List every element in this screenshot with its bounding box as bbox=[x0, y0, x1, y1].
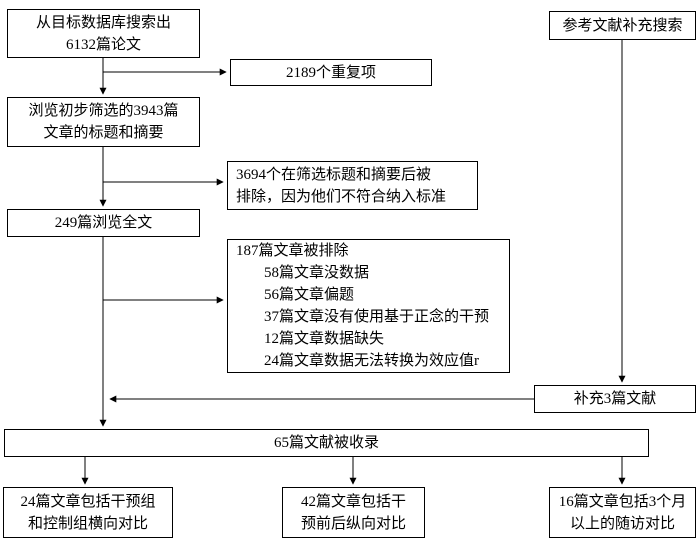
box-line: 和控制组横向对比 bbox=[27, 515, 148, 532]
box-line: 2189个重复项 bbox=[285, 64, 376, 81]
box-supplement: 补充3篇文献 bbox=[534, 385, 696, 413]
box-duplicates: 2189个重复项 bbox=[230, 59, 432, 86]
box-line: 24篇文章包括干预组 bbox=[20, 493, 156, 510]
box-line: 从目标数据库搜索出 bbox=[35, 14, 171, 31]
box-line: 排除，因为他们不符合纳入标准 bbox=[236, 188, 447, 205]
box-comparison-followup: 16篇文章包括3个月 以上的随访对比 bbox=[549, 487, 696, 538]
box-comparison-horizontal: 24篇文章包括干预组 和控制组横向对比 bbox=[3, 487, 173, 538]
excluded-fulltext-title: 187篇文章被排除 bbox=[236, 243, 349, 259]
box-reference-search: 参考文献补充搜索 bbox=[549, 11, 696, 40]
excluded-reason: 37篇文章没有使用基于正念的干预 bbox=[264, 309, 490, 325]
box-line: 3694个在筛选标题和摘要后被 bbox=[236, 166, 432, 183]
box-database-search: 从目标数据库搜索出 6132篇论文 bbox=[7, 9, 200, 58]
box-line: 以上的随访对比 bbox=[569, 515, 675, 532]
excluded-reason: 56篇文章偏题 bbox=[264, 287, 355, 303]
box-line: 浏览初步筛选的3943篇 bbox=[28, 103, 179, 119]
box-line: 16篇文章包括3个月 bbox=[558, 493, 687, 510]
excluded-reason: 24篇文章数据无法转换为效应值r bbox=[264, 353, 479, 369]
box-line: 249篇浏览全文 bbox=[54, 215, 153, 231]
box-line: 预前后纵向对比 bbox=[300, 515, 406, 532]
box-line: 42篇文章包括干 bbox=[300, 493, 406, 510]
box-included: 65篇文献被收录 bbox=[4, 429, 649, 457]
box-fulltext-review: 249篇浏览全文 bbox=[7, 209, 200, 237]
box-comparison-longitudinal: 42篇文章包括干 预前后纵向对比 bbox=[282, 487, 425, 538]
box-line: 文章的标题和摘要 bbox=[43, 125, 164, 141]
box-excluded-screening: 3694个在筛选标题和摘要后被 排除，因为他们不符合纳入标准 bbox=[227, 161, 478, 210]
excluded-reason: 58篇文章没数据 bbox=[264, 265, 370, 281]
box-line: 补充3篇文献 bbox=[573, 391, 657, 407]
box-excluded-fulltext: 187篇文章被排除 58篇文章没数据 56篇文章偏题 37篇文章没有使用基于正念… bbox=[227, 239, 510, 373]
box-line: 65篇文献被收录 bbox=[273, 435, 379, 451]
box-line: 6132篇论文 bbox=[65, 36, 141, 53]
box-line: 参考文献补充搜索 bbox=[562, 17, 683, 34]
excluded-reason: 12篇文章数据缺失 bbox=[264, 331, 385, 347]
box-title-abstract-screening: 浏览初步筛选的3943篇 文章的标题和摘要 bbox=[7, 97, 200, 147]
